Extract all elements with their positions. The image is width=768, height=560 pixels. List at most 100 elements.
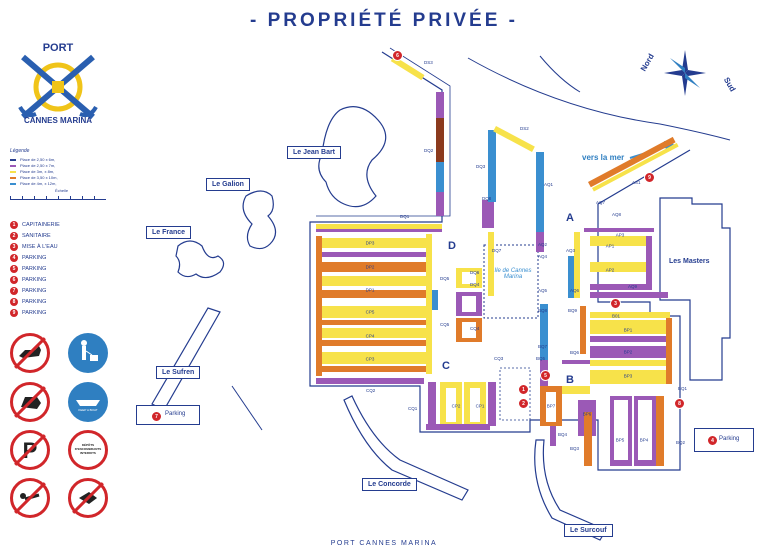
- legend-label: Place de 4m, x 12m,: [20, 181, 57, 186]
- ile-label: Ile de Cannes Marina: [494, 268, 532, 280]
- service-item: 4 PARKING: [10, 254, 46, 262]
- legend-swatch: [10, 176, 16, 179]
- quay-cq5: CQ5: [440, 322, 450, 327]
- pontoon-cp1: CP1: [475, 403, 485, 409]
- service-number-icon: 9: [10, 309, 18, 317]
- marker-2: 2: [518, 398, 529, 409]
- anchor-icon: [18, 54, 98, 120]
- quay-bq7: BQ7: [538, 344, 548, 349]
- quay-cq3: CQ3: [494, 356, 504, 361]
- leash-sign: [68, 333, 108, 373]
- quay-as1: AS1: [632, 180, 641, 185]
- quay-aq3: AQ3: [566, 248, 576, 253]
- quay-dq1: DQ1: [400, 214, 410, 219]
- marker-5: 5: [540, 370, 551, 381]
- legend-item: Place de 2,50 x 6m,: [10, 157, 55, 162]
- quay-aq7: AQ7: [596, 200, 606, 205]
- quay-aq4: AQ4: [538, 254, 548, 259]
- service-number-icon: 3: [10, 243, 18, 251]
- pontoon-cp5: CP5: [365, 309, 375, 315]
- pontoon-bp5: BP5: [615, 437, 625, 443]
- parking-box-left: 7 Parking: [136, 405, 200, 425]
- pontoon-dp1: DP1: [365, 287, 375, 293]
- parking-left-label: Parking: [165, 411, 186, 417]
- marker-6: 6: [392, 50, 403, 61]
- residence-surcouf: Le Surcouf: [564, 524, 613, 537]
- residence-masters: Les Masters: [664, 256, 715, 267]
- legend-item: Place de 3,50 x 10m,: [10, 175, 58, 180]
- legend-label: Place de 3m, x 8m,: [20, 169, 55, 174]
- pontoon-bp2: BP2: [623, 349, 633, 355]
- pontoon-ap1: AP1: [605, 243, 615, 249]
- no-parking-sign: P: [10, 430, 50, 470]
- service-label: PARKING: [22, 310, 47, 316]
- pontoon-bp4: BP4: [639, 437, 649, 443]
- legend-swatch: [10, 170, 16, 173]
- quay-ds2: DS2: [520, 126, 529, 131]
- service-number-icon: 8: [10, 298, 18, 306]
- service-number-icon: 4: [10, 254, 18, 262]
- marker-8: 8: [674, 398, 685, 409]
- pontoon-cp3: CP3: [365, 356, 375, 362]
- service-item: 3 MISE À L'EAU: [10, 243, 58, 251]
- pontoon-dp3: DP3: [365, 240, 375, 246]
- service-label: PARKING: [22, 266, 47, 272]
- quay-bq9: BQ9: [568, 308, 578, 313]
- page-title: - PROPRIÉTÉ PRIVÉE -: [250, 10, 518, 31]
- marker-9: 9: [644, 172, 655, 183]
- residence-sufren: Le Sufren: [156, 366, 201, 379]
- quay-dq2: DQ2: [424, 148, 434, 153]
- quay-aq9: AQ9: [628, 284, 638, 289]
- quay-cq2: CQ2: [366, 388, 376, 393]
- quay-cq1: CQ1: [408, 406, 418, 411]
- legend-label: Place de 2,50 x 7m,: [20, 163, 56, 168]
- zone-b: B: [566, 374, 574, 386]
- marker-3: 3: [610, 298, 621, 309]
- legend-title: Légende: [10, 148, 30, 154]
- service-label: PARKING: [22, 288, 47, 294]
- quay-dq5: DQ5: [440, 276, 450, 281]
- legend-swatch: [10, 158, 16, 161]
- service-number-icon: 6: [10, 276, 18, 284]
- quay-dq8: DQ8: [482, 196, 492, 201]
- marker-4: 4: [707, 435, 718, 446]
- legend-label: Place de 2,50 x 6m,: [20, 157, 56, 162]
- pontoon-ap3: AP3: [615, 232, 625, 238]
- residence-jean-bart: Le Jean Bart: [287, 146, 342, 159]
- quay-bq5: BQ5: [536, 356, 546, 361]
- logo-top-text: PORT: [42, 42, 74, 54]
- service-label: MISE À L'EAU: [22, 244, 58, 250]
- quay-dq6: DQ6: [470, 270, 480, 275]
- no-swimming-sign: [10, 478, 50, 518]
- footer: PORT CANNES MARINA: [330, 540, 438, 547]
- service-number-icon: 1: [10, 221, 18, 229]
- quay-bq4: BQ4: [558, 432, 568, 437]
- legend-item: Place de 2,50 x 7m,: [10, 163, 55, 168]
- sea-label: vers la mer: [582, 153, 625, 162]
- pontoon-b01: B01: [611, 313, 621, 319]
- service-label: PARKING: [22, 277, 47, 283]
- service-number-icon: 7: [10, 287, 18, 295]
- legend-item: Place de 4m, x 12m,: [10, 181, 56, 186]
- quay-aq8: AQ8: [612, 212, 622, 217]
- quay-bq1: BQ1: [678, 386, 688, 391]
- marker-1: 1: [518, 384, 529, 395]
- no-dumping-text: DÉPÔTS D'ENCOMBRANTS INTERDITS: [74, 443, 102, 455]
- pontoon-bp7: BP7: [546, 403, 556, 409]
- service-label: PARKING: [22, 255, 47, 261]
- zone-d: D: [448, 240, 456, 252]
- logo: PORT CANNES MARINA: [8, 42, 108, 132]
- marker-7: 7: [151, 411, 162, 422]
- quay-aq5: AQ5: [538, 288, 548, 293]
- pontoon-ap2: AP2: [605, 267, 615, 273]
- no-fishing-sign: [68, 478, 108, 518]
- service-item: 9 PARKING: [10, 309, 46, 317]
- no-dumping-sign: DÉPÔTS D'ENCOMBRANTS INTERDITS: [68, 430, 108, 470]
- residence-concorde: Le Concorde: [362, 478, 417, 491]
- legend-label: Place de 3,50 x 10m,: [20, 175, 58, 180]
- scale-label: Échelle: [55, 188, 69, 193]
